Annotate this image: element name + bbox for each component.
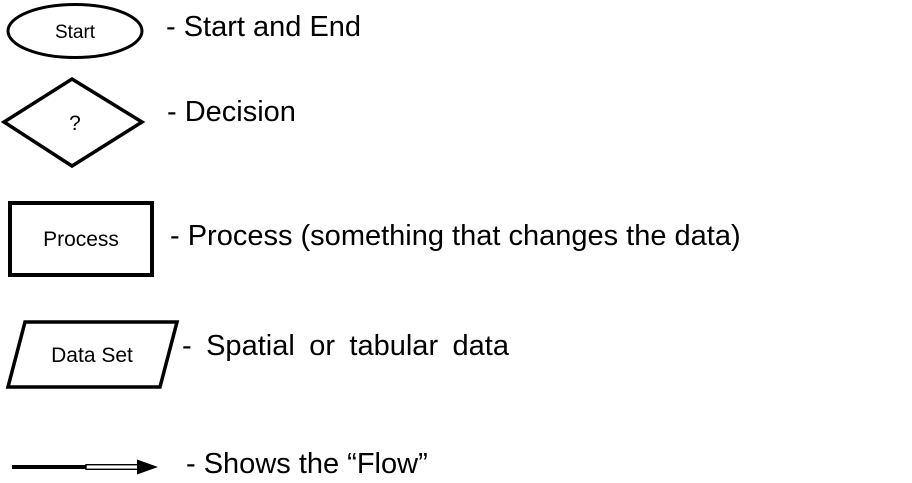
decision-shape-label: ? — [69, 112, 81, 135]
start-end-shape-label: Start — [55, 22, 96, 43]
process-description: - Process (something that changes the da… — [170, 220, 741, 252]
process-shape-label: Process — [43, 228, 119, 251]
flow-arrow-shape — [12, 459, 158, 475]
data-set-shape-label: Data Set — [51, 344, 133, 367]
data-set-parallelogram-shape: Data Set — [5, 320, 180, 389]
start-end-ellipse-shape: Start — [6, 3, 144, 59]
start-end-description: - Start and End — [166, 11, 362, 43]
flow-description: - Shows the “Flow” — [186, 448, 428, 480]
decision-diamond-shape: ? — [0, 76, 146, 169]
process-rectangle-shape: Process — [8, 201, 154, 277]
decision-description: - Decision — [167, 96, 296, 128]
data-set-description: - Spatial or tabular data — [182, 330, 509, 362]
